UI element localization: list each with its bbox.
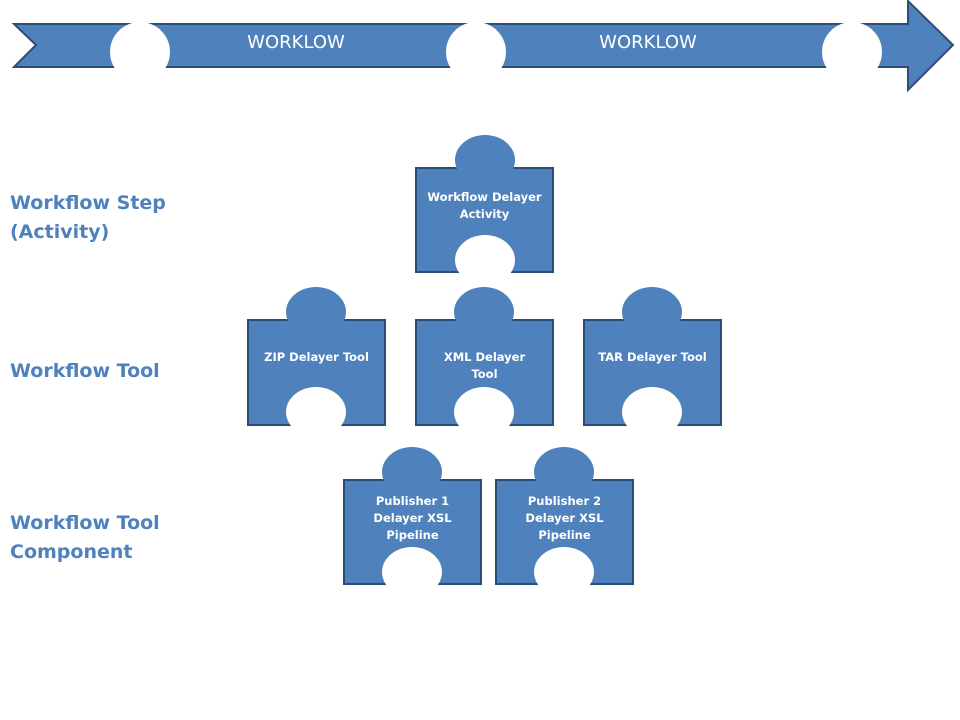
piece-label-zip: ZIP Delayer Tool	[264, 350, 369, 364]
piece-label-publisher1: Publisher 1 Delayer XSL Pipeline	[373, 494, 452, 542]
piece-label-publisher2: Publisher 2 Delayer XSL Pipeline	[525, 494, 604, 542]
puzzle-piece-xml	[415, 287, 554, 437]
arrow-notch-1	[110, 22, 170, 82]
puzzle-piece-publisher1	[343, 447, 482, 597]
row-label-workflow-tool: Workflow Tool	[10, 360, 160, 382]
arrow-notch-2	[446, 22, 506, 82]
puzzle-piece-zip	[247, 287, 386, 437]
row-label-workflow-step: Workflow Step (Activity)	[10, 192, 166, 243]
puzzle-piece-publisher2	[495, 447, 634, 597]
piece-label-tar: TAR Delayer Tool	[598, 350, 707, 364]
arrow-label-2: WORKLOW	[599, 32, 697, 53]
puzzle-piece-tar	[583, 287, 722, 437]
piece-label-xml: XML Delayer Tool	[443, 350, 526, 381]
piece-label-activity: Workflow Delayer Activity	[427, 190, 542, 221]
arrow-notch-3	[822, 22, 882, 82]
arrow-label-1: WORKLOW	[247, 32, 345, 53]
row-label-workflow-tool-component: Workflow Tool Component	[10, 512, 160, 563]
puzzle-piece-activity	[415, 135, 554, 285]
